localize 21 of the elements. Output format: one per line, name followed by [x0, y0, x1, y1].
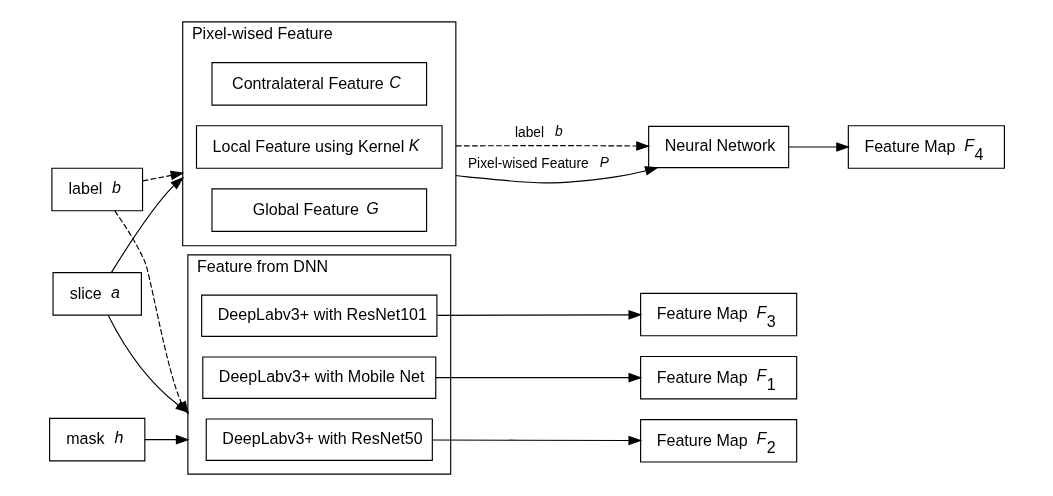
edge-label: Pixel-wised Feature P [467, 154, 609, 171]
node-box: DeepLabv3+ with ResNet50 [205, 418, 433, 461]
node-box: label b [50, 167, 143, 212]
node-box: mask h [48, 417, 145, 462]
arrow [454, 141, 650, 151]
arrow [436, 310, 642, 320]
node-box: Local Feature using Kernel K [195, 125, 443, 169]
arrow [141, 170, 184, 182]
edge-label: label b [514, 123, 563, 140]
node-box: Contralateral Feature C [210, 62, 427, 106]
arrow [143, 434, 190, 445]
node-box: slice a [51, 272, 142, 316]
node-box: DeepLabv3+ with Mobile Net [201, 356, 436, 399]
arrow [110, 176, 184, 274]
arrow [787, 142, 850, 152]
arrow [454, 166, 659, 184]
arrow [431, 435, 642, 446]
node-box: Global Feature G [210, 188, 427, 232]
arrow [434, 372, 642, 383]
node-box: Neural Network [647, 125, 789, 169]
node-box: DeepLabv3+ with ResNet101 [200, 294, 437, 337]
